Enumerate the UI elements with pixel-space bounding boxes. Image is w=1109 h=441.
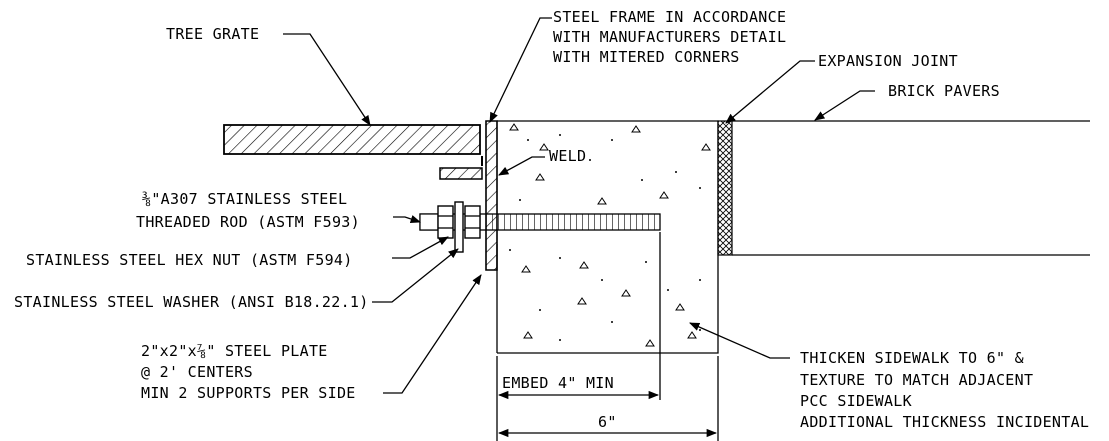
label-plate-1: 2"x2"x⅞" STEEL PLATE xyxy=(141,342,328,360)
label-embed-dimension: EMBED 4" MIN xyxy=(502,374,614,392)
label-plate-2: @ 2' CENTERS xyxy=(141,363,253,381)
label-steel-frame-2: WITH MANUFACTURERS DETAIL xyxy=(553,28,786,46)
label-thicken-2: TEXTURE TO MATCH ADJACENT xyxy=(800,371,1033,389)
label-thicken-3: PCC SIDEWALK xyxy=(800,392,912,410)
label-weld: WELD xyxy=(549,147,586,165)
label-expansion-joint: EXPANSION JOINT xyxy=(818,52,958,70)
label-rod-2: THREADED ROD (ASTM F593) xyxy=(136,213,360,231)
label-thicken-4: ADDITIONAL THICKNESS INCIDENTAL xyxy=(800,413,1089,431)
label-plate-3: MIN 2 SUPPORTS PER SIDE xyxy=(141,384,356,402)
label-steel-frame-3: WITH MITERED CORNERS xyxy=(553,48,740,66)
label-washer: STAINLESS STEEL WASHER (ANSI B18.22.1) xyxy=(14,293,369,311)
label-hex-nut: STAINLESS STEEL HEX NUT (ASTM F594) xyxy=(26,251,353,269)
brick-pavers xyxy=(732,120,1090,256)
concrete-sidewalk xyxy=(497,120,719,354)
hex-nut xyxy=(437,205,481,239)
concrete-aggregate xyxy=(509,123,711,347)
label-thicken-1: THICKEN SIDEWALK TO 6" & xyxy=(800,349,1024,367)
expansion-joint xyxy=(717,120,733,256)
label-steel-frame-1: STEEL FRAME IN ACCORDANCE xyxy=(553,8,786,26)
label-brick-pavers: BRICK PAVERS xyxy=(888,82,1000,100)
washer xyxy=(454,201,464,253)
tree-grate xyxy=(223,124,481,155)
label-width-dimension: 6" xyxy=(598,413,617,431)
label-tree-grate: TREE GRATE xyxy=(166,25,259,43)
steel-frame xyxy=(485,120,498,271)
label-rod-1: ⅜"A307 STAINLESS STEEL xyxy=(142,190,347,208)
steel-plate xyxy=(439,167,483,180)
